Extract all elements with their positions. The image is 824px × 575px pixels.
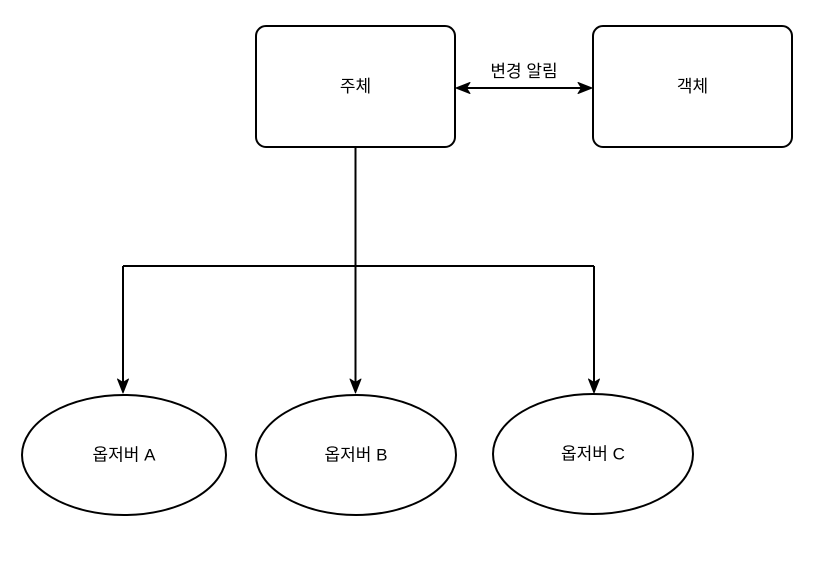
arrowhead-down-a-icon — [117, 378, 129, 394]
object-node — [592, 25, 793, 148]
arrowhead-right-icon — [577, 82, 593, 94]
arrowhead-left-icon — [455, 82, 471, 94]
change-notification-label: 변경 알림 — [490, 62, 557, 81]
arrowhead-down-c-icon — [588, 378, 600, 394]
observer-c-node — [492, 393, 694, 515]
observer-b-node-label: 옵저버 B — [325, 446, 388, 465]
observer-a-node — [21, 394, 227, 516]
object-node-label: 객체 — [677, 77, 708, 96]
observer-b-node — [255, 394, 457, 516]
arrowhead-down-b-icon — [349, 378, 362, 394]
change-notification-edge: 변경 알림 — [455, 62, 593, 94]
subject-to-observers-connector — [117, 147, 600, 394]
observer-a-node-label: 옵저버 A — [93, 446, 157, 465]
subject-node-label: 주체 — [340, 77, 371, 96]
observer-c-node-label: 옵저버 C — [561, 445, 625, 464]
